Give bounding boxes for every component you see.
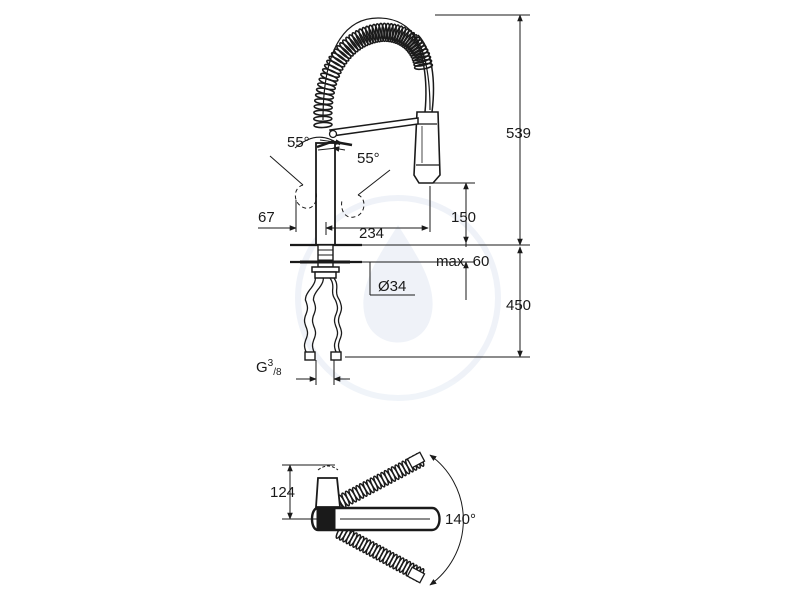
connection-sub: /8 <box>273 367 282 378</box>
supply-hose-wall <box>303 277 317 353</box>
supply-hose-wall <box>329 277 339 353</box>
supply-hose-wall <box>333 277 343 353</box>
spring-coil-loop <box>351 31 364 50</box>
dim-140-angle-label: 140° <box>445 511 476 528</box>
connection-sup: 3 <box>268 358 274 369</box>
spring-coil-loop <box>381 22 388 43</box>
spring-coil-loop <box>313 121 333 129</box>
spring-coil-loop <box>348 34 362 51</box>
faucet-body <box>315 139 353 246</box>
spring-coil-loop <box>330 51 348 65</box>
dim-539-label: 539 <box>506 125 531 142</box>
connection-base: G <box>256 359 268 376</box>
spring-coil-loop <box>336 45 352 60</box>
spring-coil-loop <box>341 39 357 55</box>
hose-connector <box>304 351 316 361</box>
spring-end-cap <box>406 566 426 584</box>
hose-outer <box>417 34 435 113</box>
dimension-lines <box>258 14 530 385</box>
spring-coil-loop <box>326 59 344 71</box>
dim-67-label: 67 <box>258 209 275 226</box>
dim-max60-label: max. 60 <box>436 253 489 270</box>
dim-angle-left-label: 55° <box>287 134 310 151</box>
top-view: 124 140° <box>270 451 476 586</box>
spring-coil-loop <box>371 23 380 43</box>
connection-thread-label: G3/8 <box>256 358 282 378</box>
spring-coil-loop <box>364 25 374 45</box>
dim-diameter-label: Ø34 <box>378 278 406 295</box>
side-view: 539 450 150 234 67 max. 60 Ø34 55° 55° G… <box>256 14 531 385</box>
spring-coil-loop <box>374 23 382 43</box>
watermark-logo <box>295 195 501 401</box>
supply-hoses <box>303 277 343 361</box>
swivel-spring-coils <box>330 451 426 584</box>
dim-450-label: 450 <box>506 297 531 314</box>
spout-arm <box>328 117 419 139</box>
spring-coil-loop <box>378 22 385 43</box>
hose-connector <box>330 351 342 361</box>
dim-angle-right-label: 55° <box>357 150 380 167</box>
hose-inner <box>322 17 431 121</box>
spring-coil-loop <box>403 34 418 50</box>
mounting-shank <box>300 244 350 279</box>
spring-coil-loop <box>361 26 372 46</box>
spring-end-cap <box>406 451 426 469</box>
spring-coil-loop <box>358 28 369 47</box>
spring-coil-loop <box>368 24 377 44</box>
hose-outer-inner <box>409 29 427 113</box>
spring-coil-loop <box>345 36 359 53</box>
top-spout <box>310 506 441 532</box>
spring-coil-loop <box>354 30 367 48</box>
top-dimension-lines <box>282 454 464 586</box>
spring-coil-loop <box>328 55 346 68</box>
spring-coil <box>313 22 435 129</box>
top-handle <box>315 465 341 508</box>
dim-124-label: 124 <box>270 484 295 501</box>
spring-coil-loop <box>339 42 354 57</box>
spring-coil-loop <box>316 82 337 91</box>
supply-hose-wall <box>311 277 325 353</box>
dim-234-label: 234 <box>359 225 384 242</box>
dim-150-label: 150 <box>451 209 476 226</box>
